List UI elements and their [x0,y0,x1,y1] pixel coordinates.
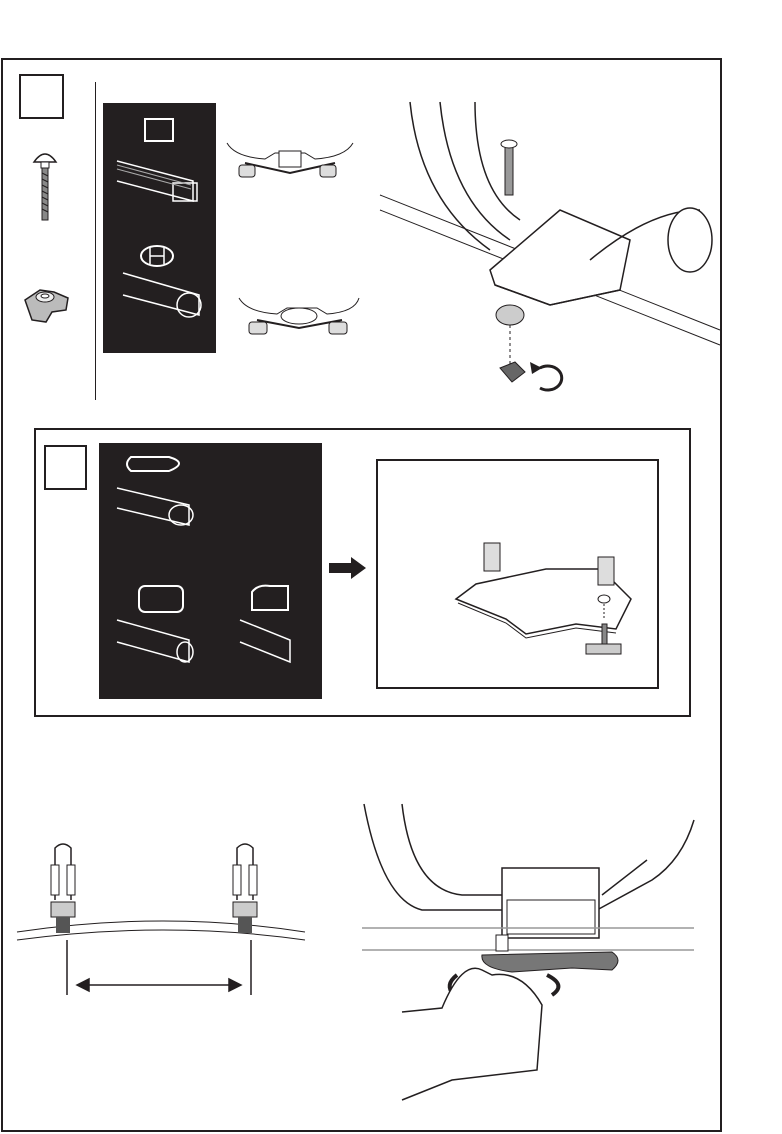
carrier-spacing-illustration [15,840,305,1000]
aero-bar-profile [103,235,216,345]
hand-tighten-illustration [362,800,702,1110]
bracket-aero-bar-icon [237,292,362,342]
rotate-arrow-icon [530,362,542,374]
bracket-square-bar-icon [225,135,355,185]
arrow-right-icon [329,557,367,579]
double-arrow-icon [77,979,241,991]
t-track-adapter-plate [376,459,659,689]
carrier-right [233,844,257,933]
t-track-side-profile [230,580,310,680]
step1-number-box [19,74,64,119]
mount-assembly-illustration [380,100,720,400]
carriage-bolt-icon [30,148,60,223]
wing-nut-icon [22,282,72,324]
t-track-bar-profile [99,580,209,680]
divider-line [95,82,96,400]
carrier-left [51,844,75,933]
step2-number-box [44,445,87,490]
